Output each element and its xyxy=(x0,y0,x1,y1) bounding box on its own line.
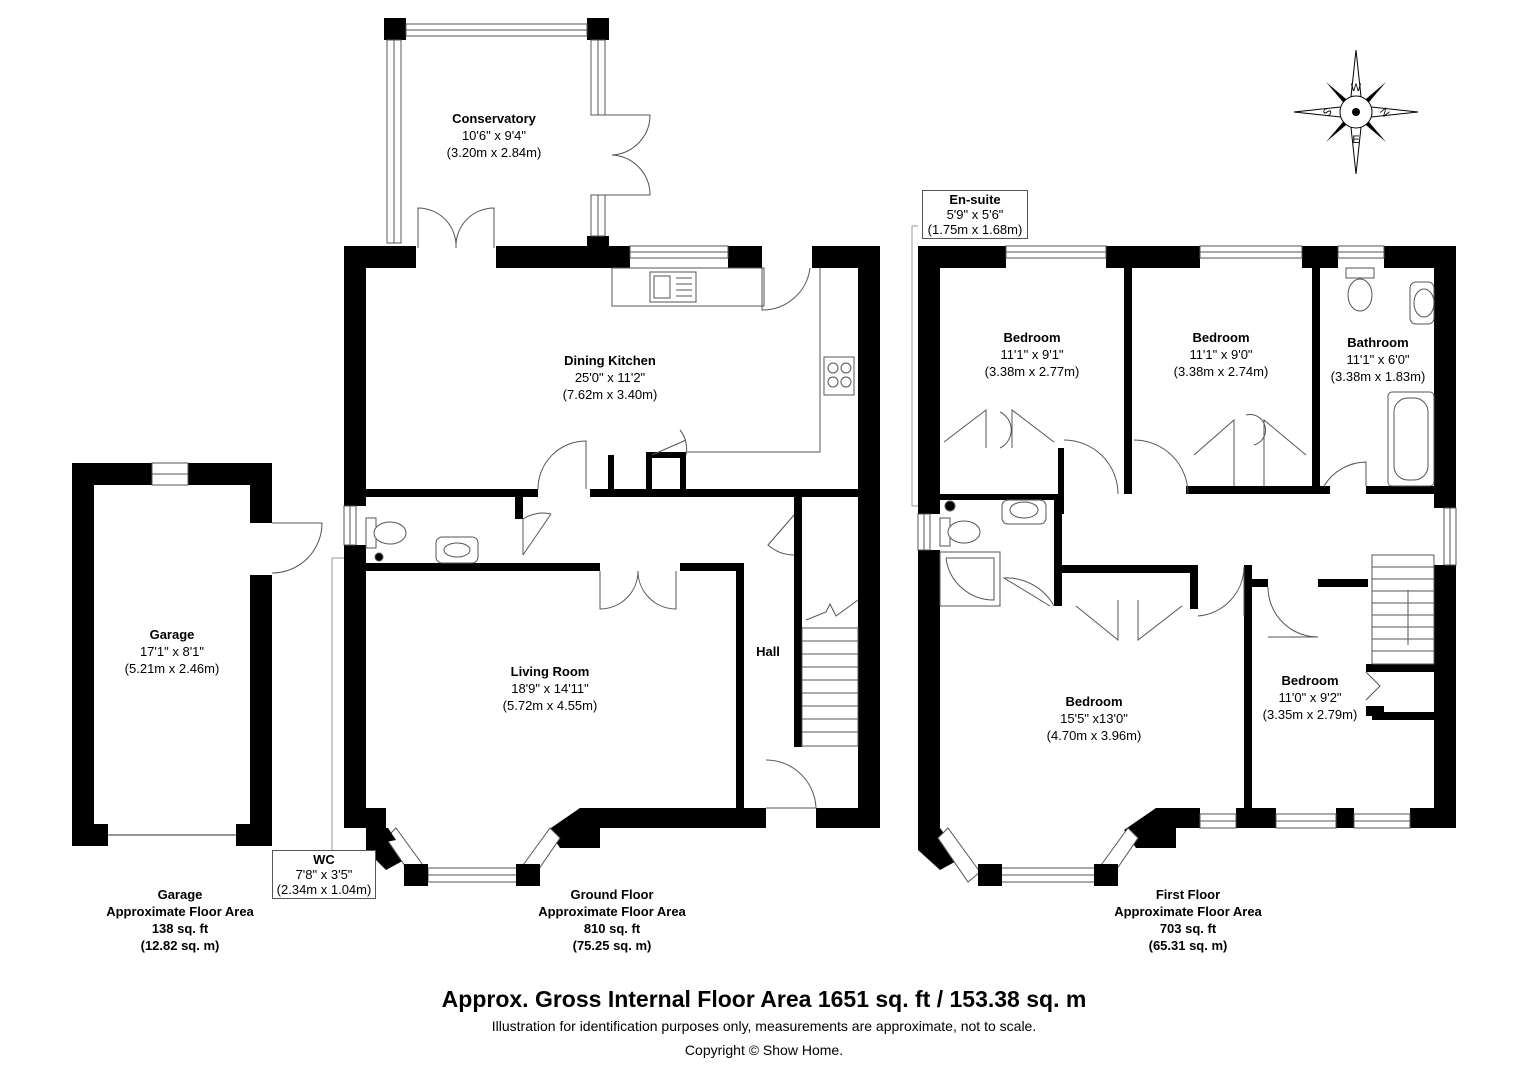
room-name: Living Room xyxy=(510,664,590,679)
room-metric: (5.21m x 2.46m) xyxy=(124,661,220,676)
area-label: Approximate Floor Area xyxy=(106,904,254,919)
room-imperial: 10'6" x 9'4" xyxy=(461,128,527,143)
compass-rose xyxy=(1293,49,1419,175)
wc-window xyxy=(343,505,357,546)
ground-floor-walls xyxy=(344,246,880,870)
room-imperial: 18'9" x 14'11" xyxy=(511,681,589,696)
garage-area-summary: Garage Approximate Floor Area 138 sq. ft… xyxy=(90,886,270,954)
ground-floor-bay-corners xyxy=(366,828,540,886)
first-floor-area-summary: First Floor Approximate Floor Area 703 s… xyxy=(1098,886,1278,954)
area-title: First Floor xyxy=(1155,887,1221,902)
room-metric: (4.70m x 3.96m) xyxy=(1046,728,1142,743)
first-floor-windows xyxy=(917,245,1457,883)
ensuite-label: En-suite 5'9" x 5'6" (1.75m x 1.68m) xyxy=(922,190,1028,239)
room-imperial: 7'8" x 3'5" xyxy=(295,867,353,882)
room-imperial: 15'5" x13'0" xyxy=(1060,711,1128,726)
garage-walls xyxy=(72,463,272,846)
kitchen-window xyxy=(629,245,729,259)
first-floor-fixtures xyxy=(939,267,1435,665)
room-name: WC xyxy=(313,852,335,867)
compass-w: W xyxy=(1351,82,1362,94)
bedroom-1-label: Bedroom 11'1" x 9'1" (3.38m x 2.77m) xyxy=(962,329,1102,380)
room-metric: (1.75m x 1.68m) xyxy=(927,222,1023,237)
garage-label: Garage 17'1" x 8'1" (5.21m x 2.46m) xyxy=(102,626,242,677)
wc-leader xyxy=(331,557,344,850)
living-doors xyxy=(599,570,677,610)
room-imperial: 17'1" x 8'1" xyxy=(139,644,205,659)
first-floor-doors xyxy=(943,408,1381,701)
room-name: Conservatory xyxy=(452,111,536,126)
room-name: Dining Kitchen xyxy=(564,353,656,368)
room-name: Bedroom xyxy=(1003,330,1061,345)
room-metric: (3.35m x 2.79m) xyxy=(1262,707,1358,722)
room-name: Bedroom xyxy=(1192,330,1250,345)
compass-e: E xyxy=(1352,134,1359,146)
area-label: Approximate Floor Area xyxy=(1114,904,1262,919)
room-metric: (3.38m x 2.74m) xyxy=(1173,364,1269,379)
area-sqm: (65.31 sq. m) xyxy=(1148,938,1228,953)
room-imperial: 11'1" x 9'1" xyxy=(1000,347,1064,362)
kitchen-units xyxy=(537,267,855,490)
room-imperial: 11'0" x 9'2" xyxy=(1278,690,1342,705)
room-metric: (2.34m x 1.04m) xyxy=(276,882,372,897)
copyright-notice: Copyright © Show Home. xyxy=(684,1042,844,1058)
room-name: Bathroom xyxy=(1347,335,1409,350)
room-imperial: 11'1" x 9'0" xyxy=(1189,347,1253,362)
room-metric: (7.62m x 3.40m) xyxy=(562,387,658,402)
conservatory-doors xyxy=(417,114,651,249)
bedroom-4-label: Bedroom 11'0" x 9'2" (3.35m x 2.79m) xyxy=(1252,672,1368,723)
area-sqft: 810 sq. ft xyxy=(583,921,641,936)
area-label: Approximate Floor Area xyxy=(538,904,686,919)
ensuite-leader xyxy=(911,225,918,507)
garage-window xyxy=(151,462,189,486)
room-name: Hall xyxy=(756,644,780,659)
conservatory-walls xyxy=(384,18,609,248)
living-room-label: Living Room 18'9" x 14'11" (5.72m x 4.55… xyxy=(480,663,620,714)
area-sqft: 138 sq. ft xyxy=(151,921,209,936)
room-imperial: 5'9" x 5'6" xyxy=(946,207,1004,222)
room-metric: (5.72m x 4.55m) xyxy=(502,698,598,713)
room-imperial: 11'1" x 6'0" xyxy=(1346,352,1410,367)
hall-label: Hall xyxy=(748,643,788,660)
conservatory-label: Conservatory 10'6" x 9'4" (3.20m x 2.84m… xyxy=(424,110,564,161)
room-imperial: 25'0" x 11'2" xyxy=(574,370,646,385)
bedroom-2-label: Bedroom 11'1" x 9'0" (3.38m x 2.74m) xyxy=(1151,329,1291,380)
gross-floor-area: Approx. Gross Internal Floor Area 1651 s… xyxy=(441,986,1087,1012)
conservatory-glazing xyxy=(386,23,606,244)
room-name: Bedroom xyxy=(1281,673,1339,688)
wc-fixtures xyxy=(365,512,552,564)
bathroom-label: Bathroom 11'1" x 6'0" (3.38m x 1.83m) xyxy=(1318,334,1438,385)
disclaimer-note: Illustration for identification purposes… xyxy=(491,1018,1037,1034)
hall-fixtures xyxy=(765,514,859,809)
wc-label: WC 7'8" x 3'5" (2.34m x 1.04m) xyxy=(272,850,376,899)
ground-floor-area-summary: Ground Floor Approximate Floor Area 810 … xyxy=(522,886,702,954)
area-sqm: (75.25 sq. m) xyxy=(572,938,652,953)
garage-side-door xyxy=(271,522,323,574)
first-floor-bay-corners xyxy=(978,864,1118,886)
first-floor-walls xyxy=(918,246,1456,870)
area-title: Garage xyxy=(157,887,203,902)
area-title: Ground Floor xyxy=(570,887,654,902)
room-name: Garage xyxy=(149,627,195,642)
area-sqft: 703 sq. ft xyxy=(1159,921,1217,936)
dining-kitchen-label: Dining Kitchen 25'0" x 11'2" (7.62m x 3.… xyxy=(540,352,680,403)
room-name: Bedroom xyxy=(1065,694,1123,709)
room-metric: (3.38m x 1.83m) xyxy=(1330,369,1426,384)
area-sqm: (12.82 sq. m) xyxy=(140,938,220,953)
room-name: En-suite xyxy=(949,192,1001,207)
bedroom-main-label: Bedroom 15'5" x13'0" (4.70m x 3.96m) xyxy=(1024,693,1164,744)
room-metric: (3.38m x 2.77m) xyxy=(984,364,1080,379)
room-metric: (3.20m x 2.84m) xyxy=(446,145,542,160)
